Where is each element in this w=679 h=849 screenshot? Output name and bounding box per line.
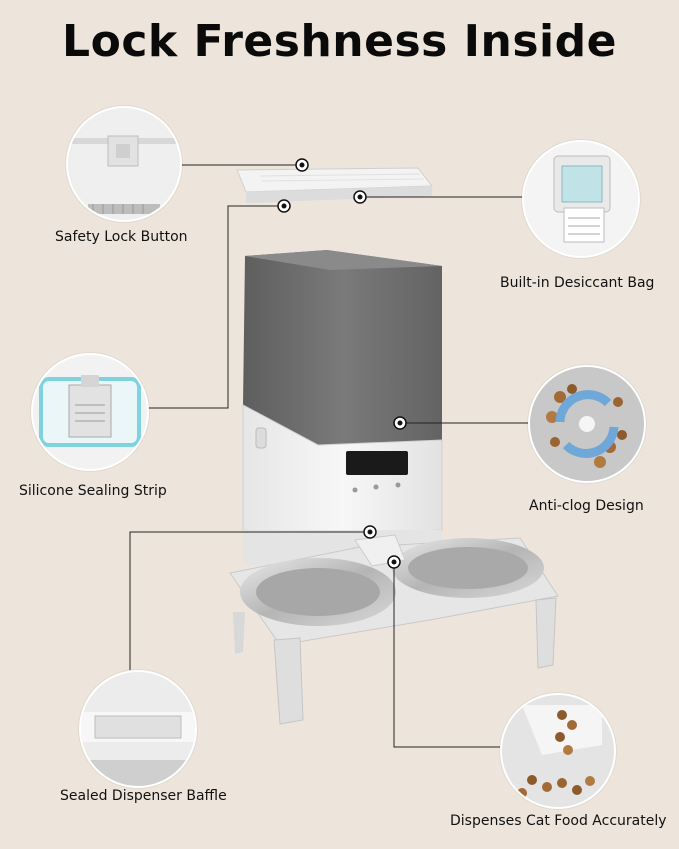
- display-panel: [346, 451, 408, 475]
- label-anticlog: Anti-clog Design: [529, 498, 644, 514]
- silicone-detail: [31, 353, 149, 471]
- page-title: Lock Freshness Inside: [62, 16, 617, 67]
- anticlog-detail: [528, 365, 646, 483]
- label-dispense: Dispenses Cat Food Accurately: [450, 813, 667, 829]
- label-safety-lock: Safety Lock Button: [55, 229, 188, 245]
- label-baffle: Sealed Dispenser Baffle: [60, 788, 227, 804]
- label-desiccant: Built-in Desiccant Bag: [500, 275, 655, 291]
- dispense-detail: [500, 693, 616, 809]
- desiccant-detail: [522, 140, 640, 258]
- baffle-detail: [79, 670, 197, 788]
- lid: [236, 167, 433, 203]
- callout-dots: [277, 158, 407, 569]
- callout-lines: [129, 164, 530, 748]
- label-silicone: Silicone Sealing Strip: [19, 483, 167, 499]
- safety-lock-detail: [66, 106, 182, 222]
- hopper: [243, 250, 442, 445]
